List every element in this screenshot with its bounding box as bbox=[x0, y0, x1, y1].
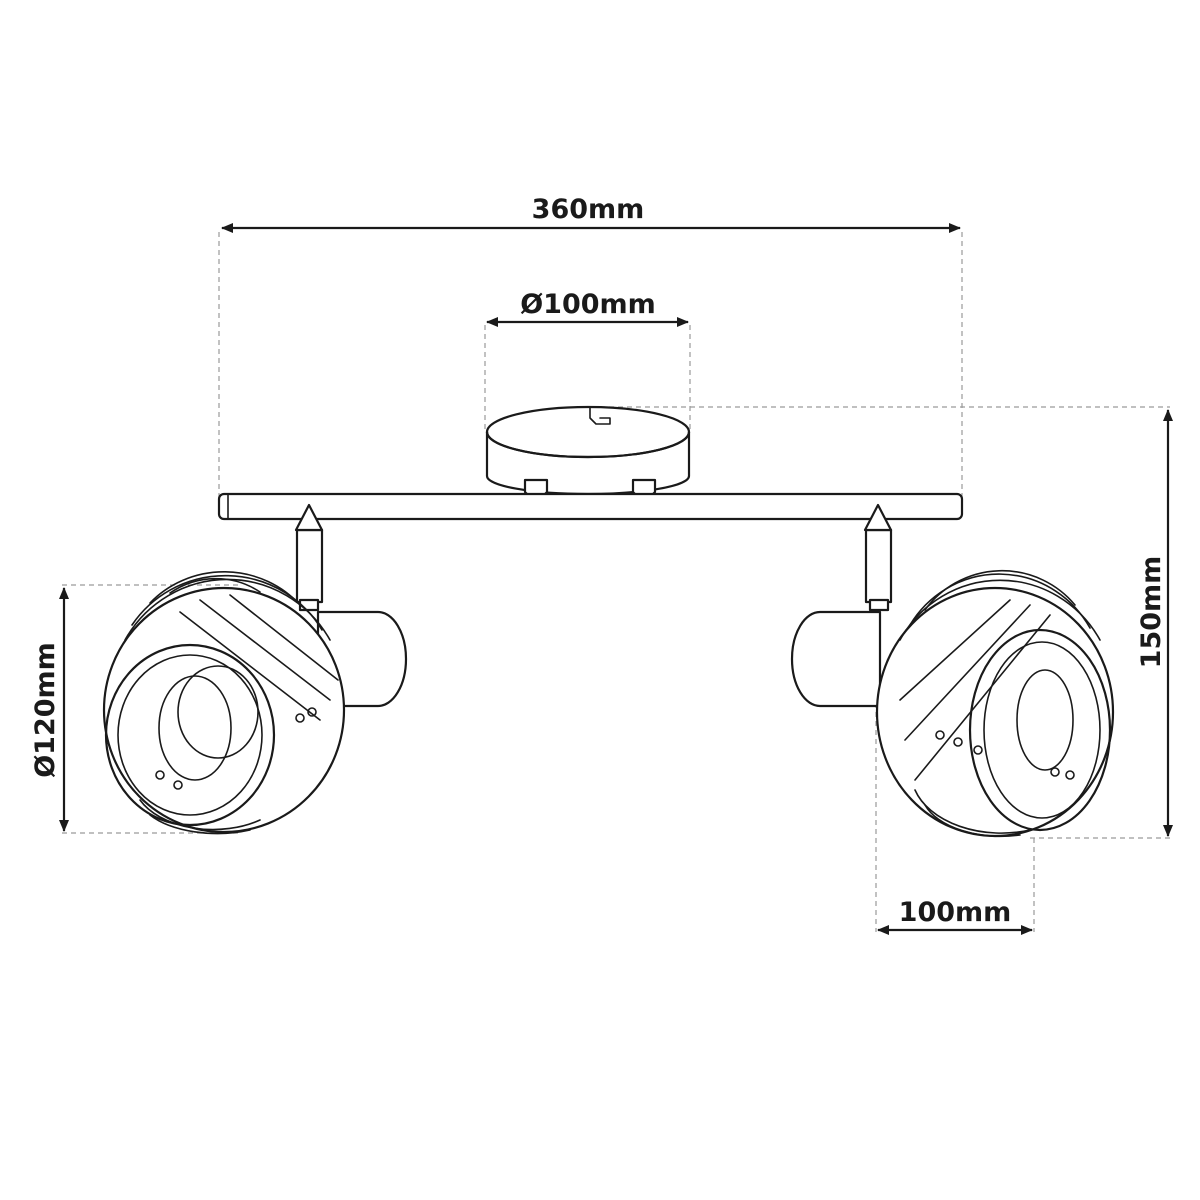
canopy-diameter-label: Ø100mm bbox=[520, 289, 656, 320]
height-label: 150mm bbox=[1136, 556, 1167, 669]
width-label: 360mm bbox=[532, 194, 645, 225]
shade-diameter-label: Ø120mm bbox=[30, 642, 61, 778]
ceiling-canopy bbox=[485, 405, 691, 505]
mounting-bar bbox=[217, 492, 964, 521]
dimension-lines bbox=[59, 223, 1173, 935]
right-spotlight bbox=[790, 503, 1115, 838]
shade-depth-label: 100mm bbox=[899, 897, 1012, 928]
left-spotlight bbox=[102, 503, 408, 835]
